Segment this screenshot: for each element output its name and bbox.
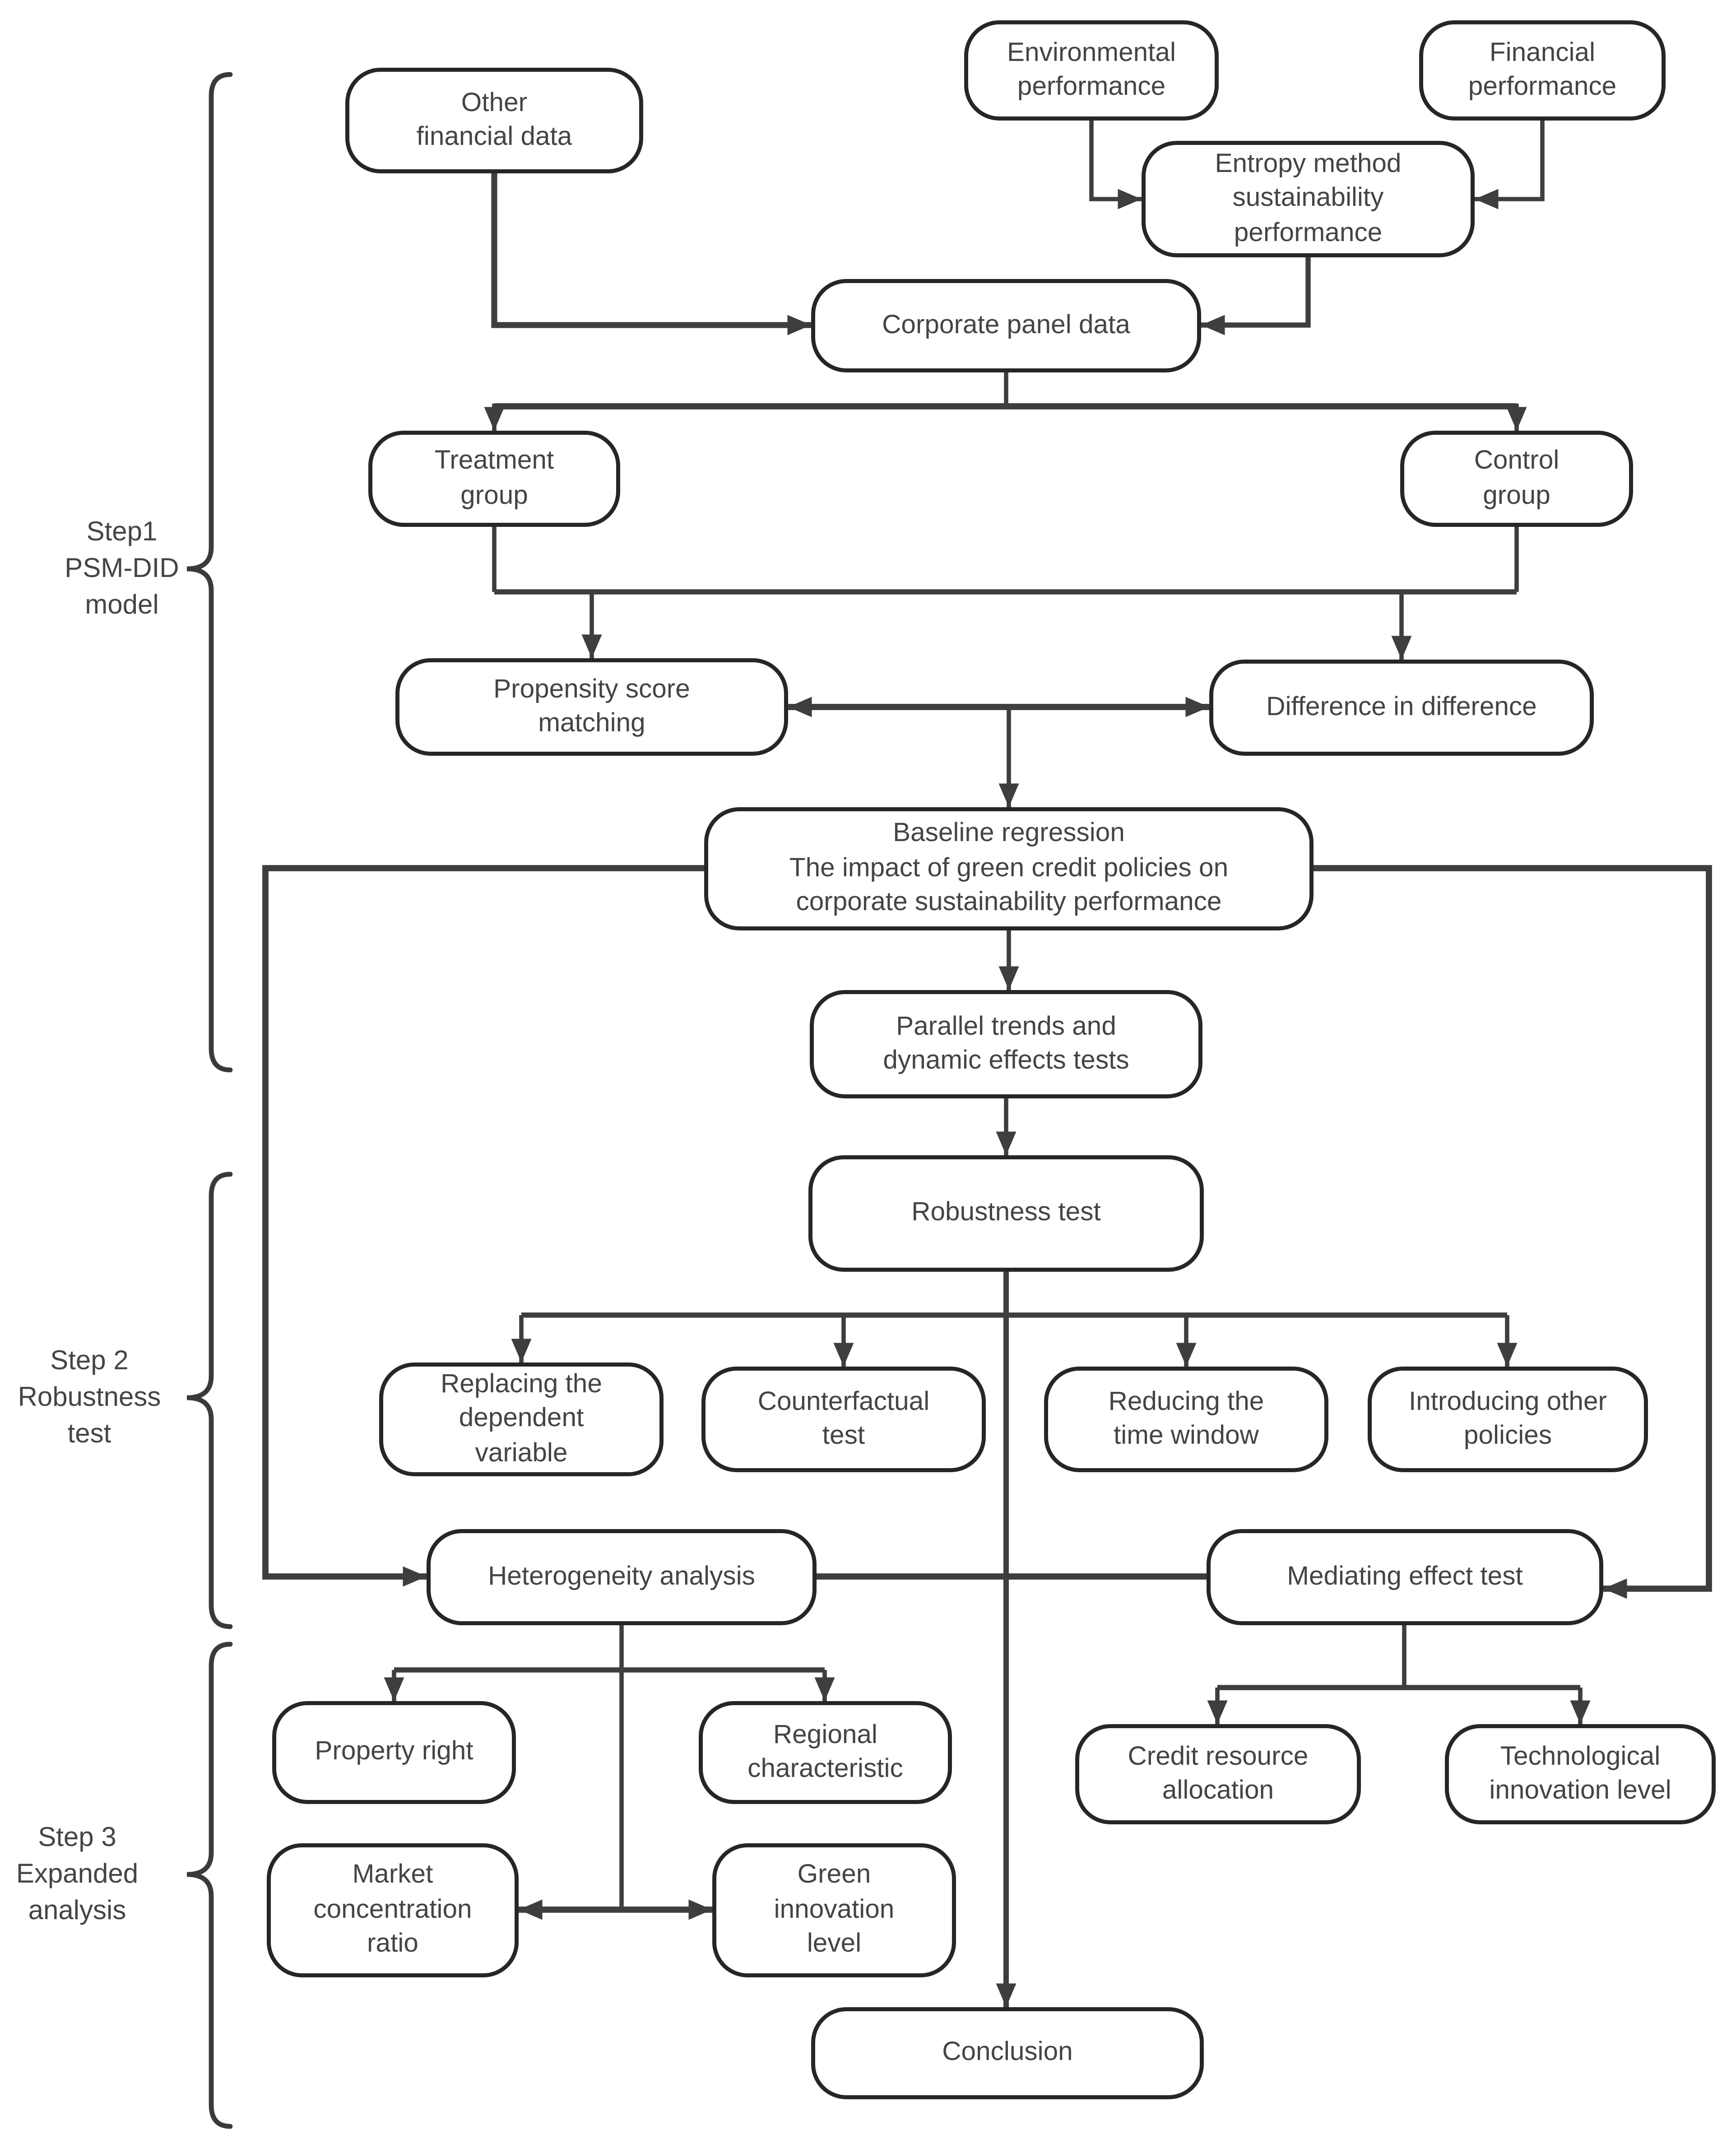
node-property-right: Property right bbox=[272, 1701, 516, 1804]
node-entropy-method: Entropy method sustainability performanc… bbox=[1142, 141, 1475, 257]
node-difference-in-difference: Difference in difference bbox=[1209, 660, 1594, 756]
step1-label: Step1 PSM-DID model bbox=[65, 517, 179, 620]
node-treatment-group: Treatment group bbox=[368, 431, 620, 527]
node-corporate-panel-data: Corporate panel data bbox=[811, 279, 1201, 372]
node-technological-innovation-level: Technological innovation level bbox=[1445, 1724, 1716, 1824]
node-financial-performance: Financial performance bbox=[1419, 20, 1666, 121]
node-heterogeneity-analysis: Heterogeneity analysis bbox=[427, 1529, 817, 1625]
node-conclusion: Conclusion bbox=[811, 2007, 1204, 2099]
node-regional-characteristic: Regional characteristic bbox=[699, 1701, 952, 1804]
node-reducing-time-window: Reducing the time window bbox=[1044, 1367, 1328, 1472]
brace-step1 bbox=[186, 72, 233, 1073]
node-baseline-regression: Baseline regression The impact of green … bbox=[704, 807, 1314, 930]
node-replacing-dependent-variable: Replacing the dependent variable bbox=[379, 1362, 664, 1476]
node-control-group: Control group bbox=[1400, 431, 1633, 527]
node-introducing-other-policies: Introducing other policies bbox=[1368, 1367, 1648, 1472]
node-propensity-score-matching: Propensity score matching bbox=[395, 658, 788, 756]
node-market-concentration-ratio: Market concentration ratio bbox=[267, 1843, 519, 1977]
arrows-layer bbox=[262, 120, 1712, 2007]
step2-label: Step 2 Robustness test bbox=[18, 1346, 161, 1449]
node-credit-resource-allocation: Credit resource allocation bbox=[1075, 1724, 1361, 1824]
brace-step2 bbox=[186, 1172, 233, 1629]
node-robustness-test: Robustness test bbox=[808, 1155, 1204, 1272]
node-mediating-effect-test: Mediating effect test bbox=[1207, 1529, 1603, 1625]
node-environmental-performance: Environmental performance bbox=[964, 20, 1219, 121]
node-green-innovation-level: Green innovation level bbox=[712, 1843, 956, 1977]
brace-step3 bbox=[186, 1641, 233, 2129]
node-other-financial-data: Other financial data bbox=[345, 68, 643, 173]
node-counterfactual-test: Counterfactual test bbox=[701, 1367, 986, 1472]
step3-label: Step 3 Expanded analysis bbox=[16, 1823, 139, 1926]
node-parallel-trends: Parallel trends and dynamic effects test… bbox=[810, 990, 1202, 1098]
